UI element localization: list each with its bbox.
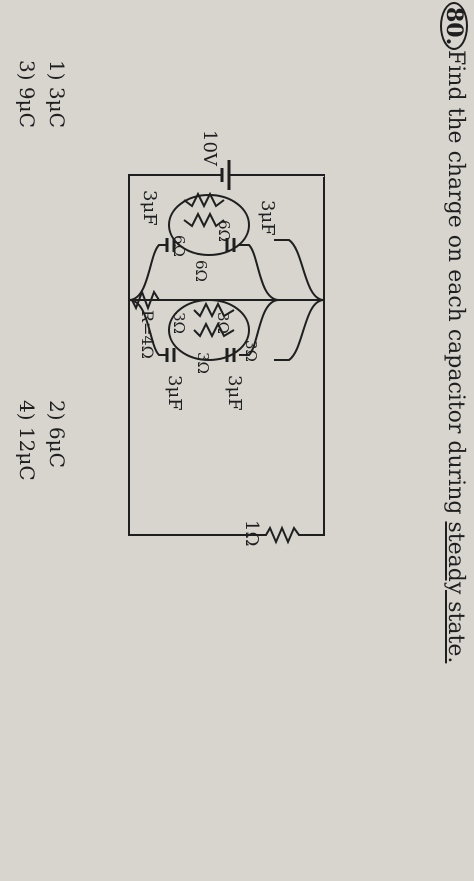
outer-wire-loop [128, 174, 325, 545]
res-3-lower [193, 301, 235, 319]
option-3[interactable]: 3) 9μC [15, 60, 39, 128]
arc-top-outer-r [274, 299, 325, 361]
option-1[interactable]: 1) 3μC [45, 60, 69, 128]
loop-upper [168, 299, 250, 361]
arc-bottom-left [128, 244, 167, 301]
res-6-left [183, 211, 225, 229]
label-res-3c: 3Ω [170, 312, 188, 334]
cap-left-symbol [225, 238, 236, 252]
arc-top-outer [274, 239, 325, 301]
arc-top-right [239, 299, 280, 356]
label-res-r: R=4Ω [138, 310, 157, 359]
label-res-3b: 3Ω [194, 352, 212, 374]
res-3-upper [193, 321, 235, 339]
resistor-r [131, 289, 160, 311]
label-res-6c: 6Ω [215, 220, 233, 242]
label-res-3d: 3Ω [214, 312, 232, 334]
cap-top-left-symbol [225, 348, 236, 362]
label-cap-top-right: 3μF [164, 375, 185, 411]
cap-top-right-symbol [165, 348, 176, 362]
label-cap-left: 3μF [257, 200, 278, 236]
label-res-6b: 6Ω [170, 235, 188, 257]
label-cap-top-left: 3μF [224, 375, 245, 411]
option-4[interactable]: 4) 12μC [15, 400, 39, 481]
loop-lower [168, 194, 250, 256]
res-6-right [183, 191, 225, 209]
label-res-3a: 3Ω [242, 340, 260, 362]
arc-bottom-right [128, 299, 167, 356]
option-2[interactable]: 2) 6μC [45, 400, 69, 468]
label-cap-right: 3μF [139, 190, 160, 226]
label-battery: 10V [199, 130, 220, 167]
label-res-6a: 6Ω [192, 260, 210, 282]
arc-top-left [239, 244, 280, 301]
label-res-1: 1Ω [241, 520, 262, 546]
